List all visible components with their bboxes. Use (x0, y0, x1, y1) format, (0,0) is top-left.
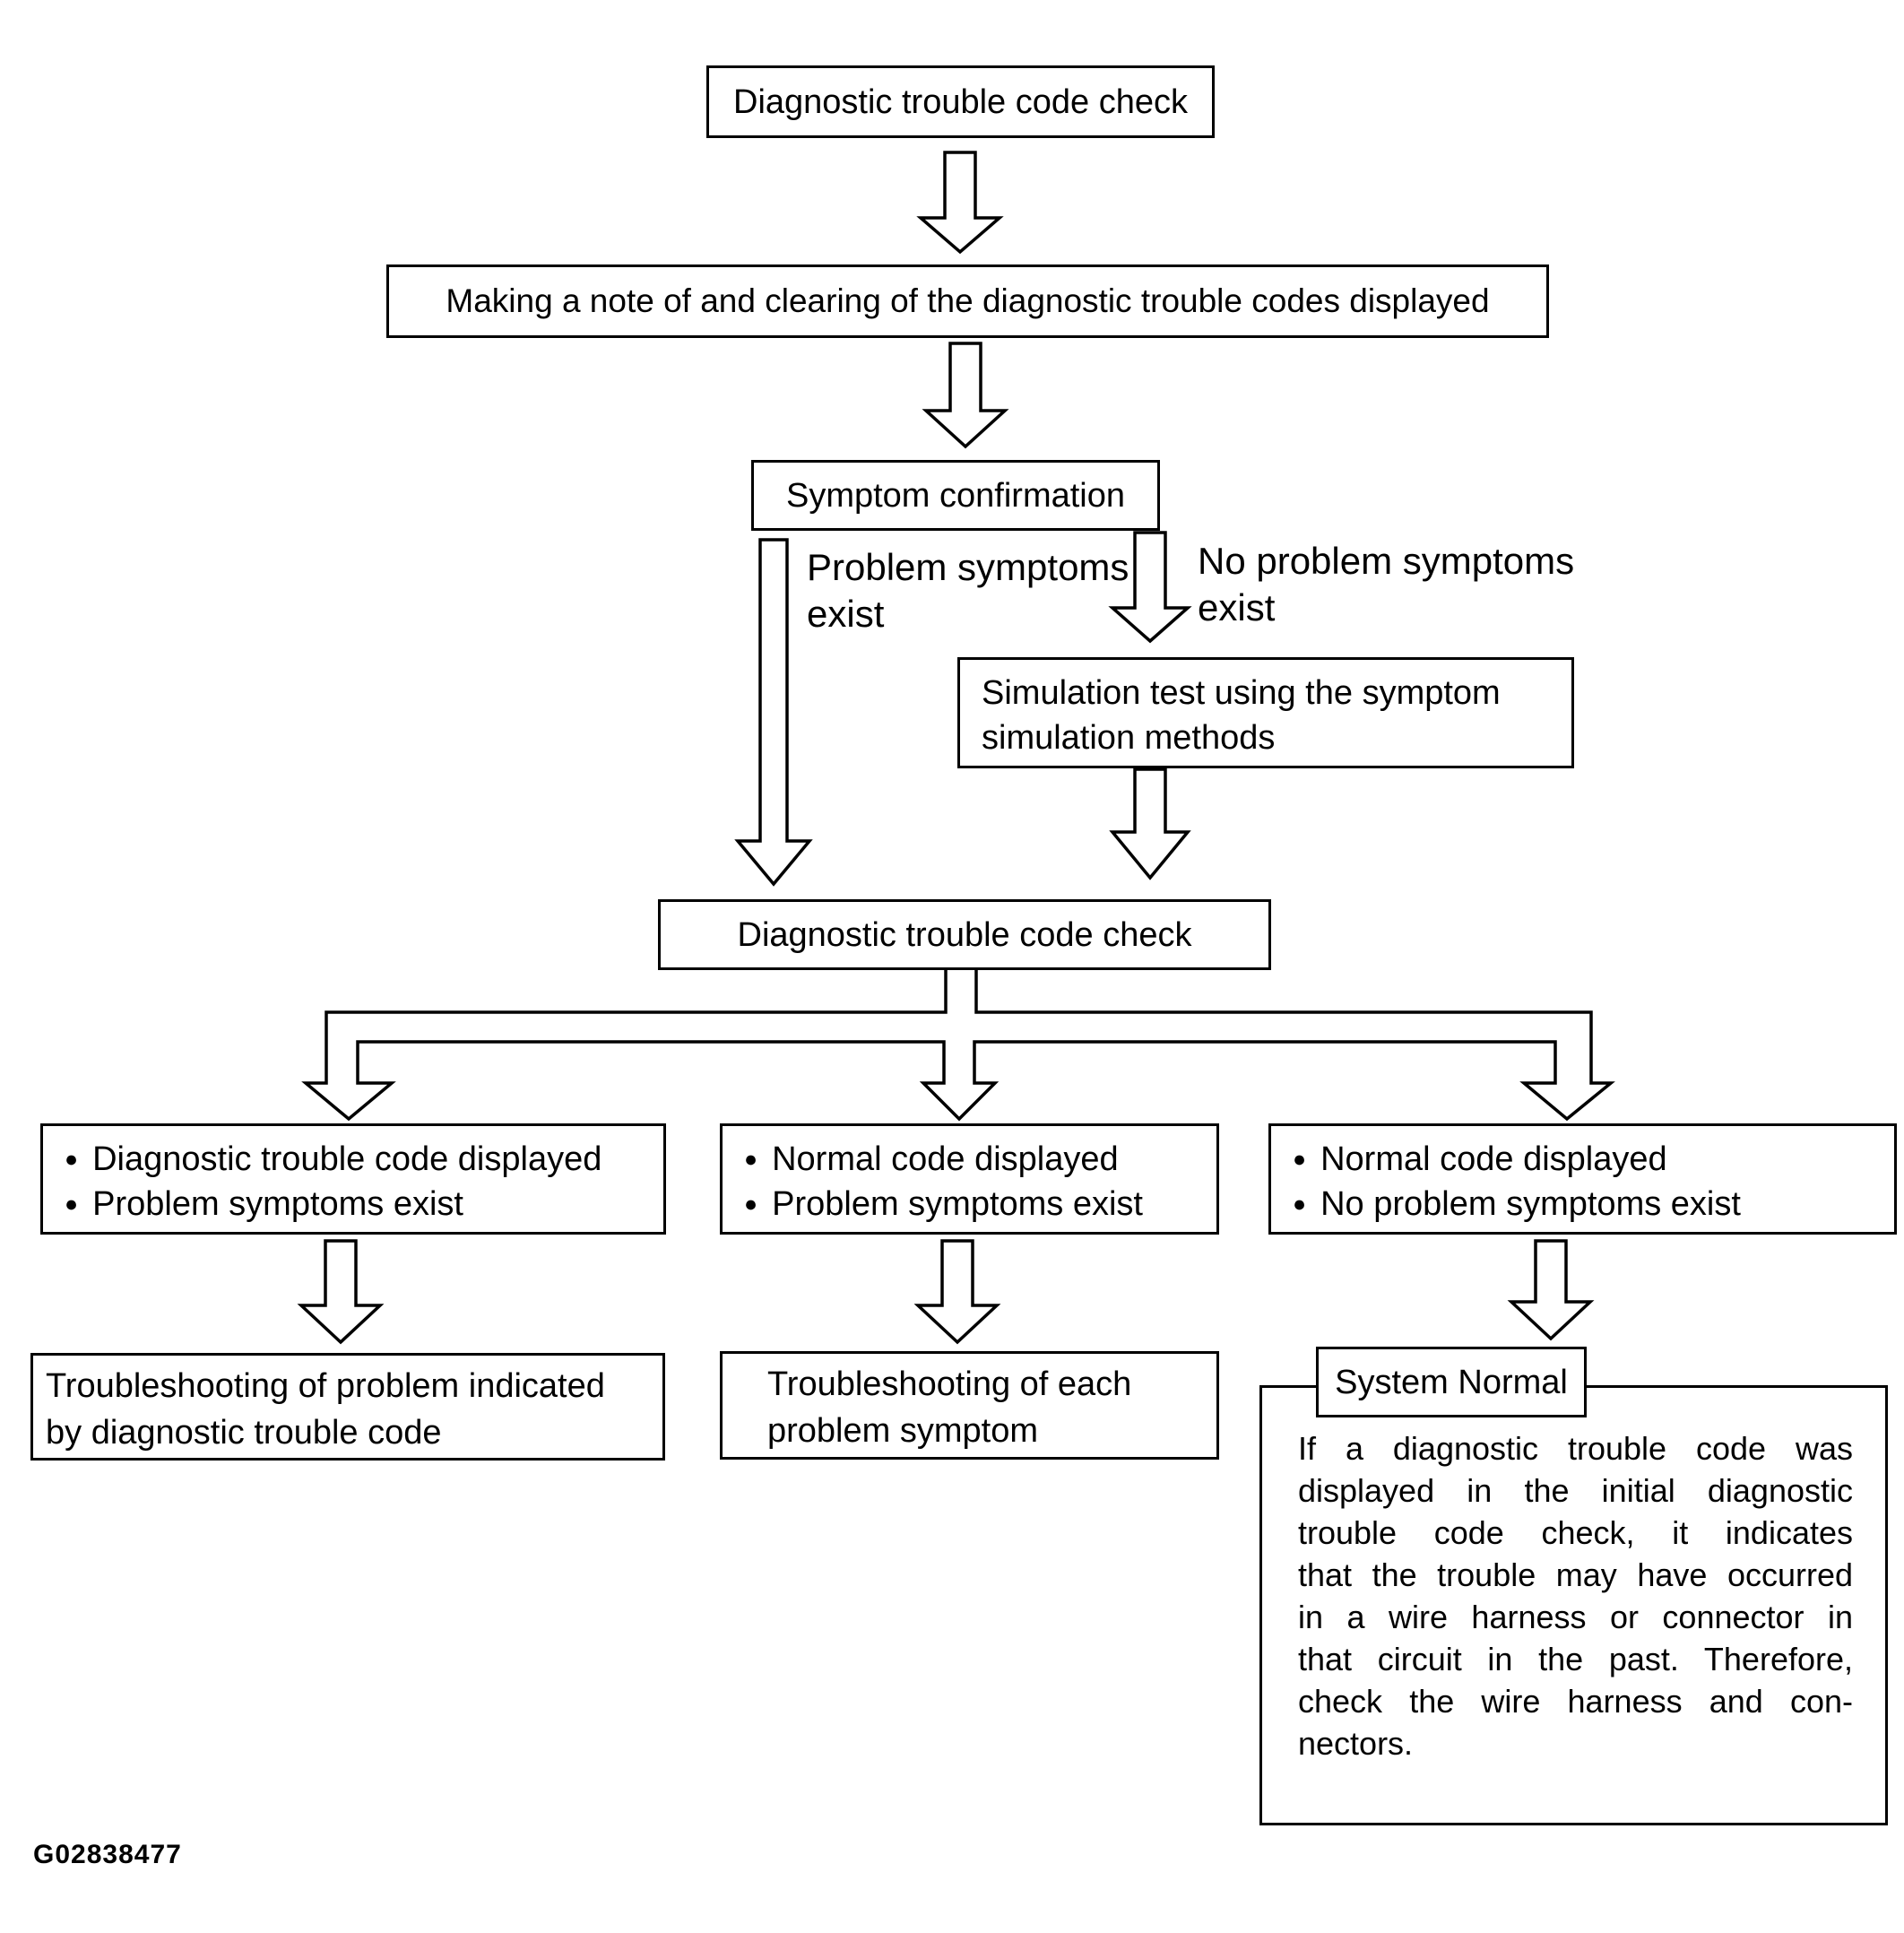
bullet-icon: ● (744, 1147, 758, 1172)
case-normal-no-problem-item2: ● No problem symptoms exist (1293, 1182, 1894, 1227)
case-dtc-problem-item2-text: Problem symptoms exist (92, 1185, 463, 1223)
node-troubleshoot-each-symptom: Troubleshooting of each problem symptom (720, 1351, 1219, 1460)
system-normal-note-line6: that circuit in the past. Therefore, (1298, 1641, 1853, 1677)
edge-label-problem-symptoms-line1: Problem symptoms (807, 546, 1129, 588)
arrow-dtc-to-note (916, 151, 1004, 255)
node-simulation-test-line1: Simulation test using the symptom (982, 674, 1501, 712)
troubleshoot-by-dtc-line2: by diagnostic trouble code (46, 1414, 442, 1452)
bullet-icon: ● (1293, 1147, 1307, 1172)
arrow-simulation-to-check (1109, 767, 1191, 880)
case-normal-no-problem-item2-text: No problem symptoms exist (1320, 1185, 1741, 1223)
figure-id: G02838477 (33, 1840, 182, 1869)
system-normal-note-line1: If a diagnostic trouble code was (1298, 1430, 1853, 1467)
node-system-normal-note: If a diagnostic trouble code was display… (1259, 1385, 1888, 1825)
edge-label-no-problem-symptoms: No problem symptoms exist (1198, 538, 1574, 631)
case-dtc-problem-item2: ● Problem symptoms exist (65, 1182, 663, 1227)
three-way-branch-connector (301, 966, 1615, 1122)
edge-label-problem-symptoms: Problem symptoms exist (807, 544, 1129, 637)
system-normal-note-line5: in a wire harness or connector in (1298, 1599, 1853, 1635)
case-normal-problem-item2-text: Problem symptoms exist (772, 1185, 1143, 1223)
system-normal-note-line2: displayed in the initial diagnostic (1298, 1472, 1853, 1509)
node-dtc-check-mid: Diagnostic trouble code check (658, 899, 1271, 970)
system-normal-note-line8: nectors. (1298, 1725, 1414, 1762)
node-dtc-check-top-label: Diagnostic trouble code check (733, 82, 1188, 121)
node-system-normal: System Normal (1316, 1347, 1587, 1417)
case-normal-problem-item1-text: Normal code displayed (772, 1140, 1119, 1178)
bullet-icon: ● (65, 1147, 79, 1172)
troubleshoot-by-dtc-line1: Troubleshooting of problem indicated (46, 1367, 605, 1405)
node-symptom-confirmation-label: Symptom confirmation (785, 476, 1125, 515)
edge-label-no-problem-symptoms-line1: No problem symptoms (1198, 540, 1575, 582)
node-case-normal-problem: ● Normal code displayed ● Problem sympto… (720, 1123, 1219, 1235)
node-troubleshoot-by-dtc: Troubleshooting of problem indicated by … (30, 1353, 665, 1461)
system-normal-note-line3: trouble code check, it indicates (1298, 1514, 1853, 1551)
case-normal-no-problem-item1-text: Normal code displayed (1320, 1140, 1667, 1178)
bullet-icon: ● (65, 1192, 79, 1217)
edge-label-no-problem-symptoms-line2: exist (1198, 586, 1276, 628)
node-symptom-confirmation: Symptom confirmation (751, 460, 1160, 531)
arrow-no-problem-branch (1108, 531, 1192, 644)
case-dtc-problem-item1: ● Diagnostic trouble code displayed (65, 1137, 663, 1182)
arrow-case3-to-system-normal (1507, 1239, 1595, 1341)
node-simulation-test-line2: simulation methods (982, 719, 1276, 757)
arrow-note-to-symptom (922, 342, 1009, 449)
case-dtc-problem-item1-text: Diagnostic trouble code displayed (92, 1140, 602, 1178)
node-dtc-check-mid-label: Diagnostic trouble code check (737, 915, 1192, 954)
troubleshoot-each-symptom-line2: problem symptom (767, 1412, 1038, 1450)
case-normal-problem-item2: ● Problem symptoms exist (744, 1182, 1216, 1227)
case-normal-problem-item1: ● Normal code displayed (744, 1137, 1216, 1182)
bullet-icon: ● (744, 1192, 758, 1217)
node-system-normal-label: System Normal (1335, 1363, 1568, 1401)
node-case-dtc-problem: ● Diagnostic trouble code displayed ● Pr… (40, 1123, 666, 1235)
system-normal-note-line7: check the wire harness and con- (1298, 1683, 1853, 1720)
arrow-case1-to-troubleshoot (297, 1239, 385, 1345)
node-simulation-test: Simulation test using the symptom simula… (957, 657, 1574, 768)
bullet-icon: ● (1293, 1192, 1307, 1217)
arrow-problem-branch (734, 538, 813, 887)
edge-label-problem-symptoms-line2: exist (807, 593, 885, 635)
node-note-and-clear: Making a note of and clearing of the dia… (386, 264, 1549, 338)
arrow-case2-to-troubleshoot (913, 1239, 1001, 1345)
node-note-and-clear-label: Making a note of and clearing of the dia… (446, 282, 1490, 319)
system-normal-note-line4: that the trouble may have occurred (1298, 1556, 1853, 1593)
troubleshoot-each-symptom-line1: Troubleshooting of each (767, 1365, 1132, 1403)
case-normal-no-problem-item1: ● Normal code displayed (1293, 1137, 1894, 1182)
node-case-normal-no-problem: ● Normal code displayed ● No problem sym… (1268, 1123, 1897, 1235)
node-dtc-check-top: Diagnostic trouble code check (706, 65, 1215, 138)
